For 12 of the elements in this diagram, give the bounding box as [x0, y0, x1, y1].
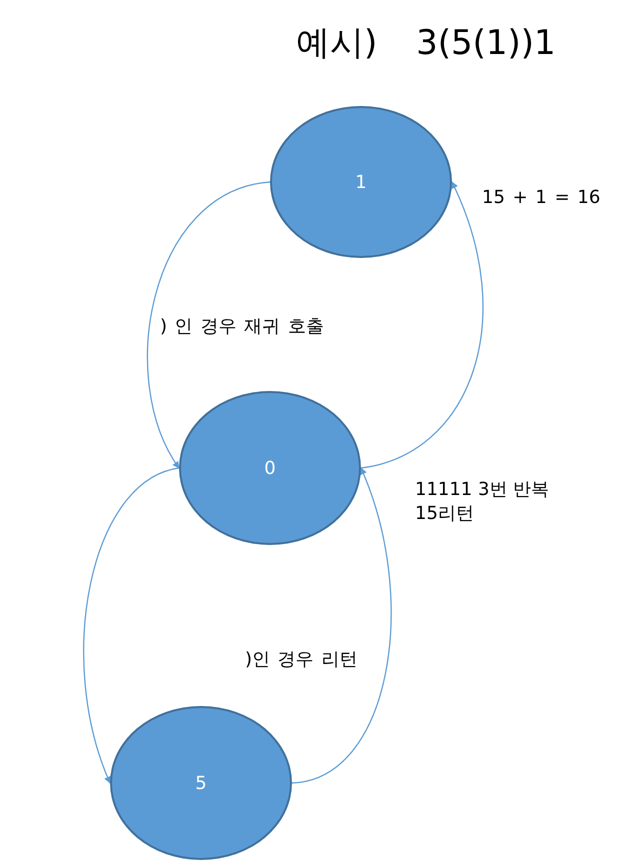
curved-arrow	[83, 467, 180, 784]
node-label: 0	[264, 458, 276, 478]
node-label: 5	[195, 772, 207, 794]
curved-arrow	[360, 181, 484, 469]
annotation-text: ) 인 경우 재귀 호출	[160, 315, 324, 339]
curved-arrow	[146, 181, 270, 469]
annotation-text: )인 경우 리턴	[245, 648, 358, 672]
curved-arrow	[292, 467, 392, 784]
node-label: 1	[355, 172, 367, 192]
annotation-text: 15 + 1 = 16	[482, 186, 600, 210]
annotation-text: 11111 3번 반복 15리턴	[415, 478, 550, 526]
diagram-title: 예시) 3(5(1))1	[296, 22, 556, 65]
